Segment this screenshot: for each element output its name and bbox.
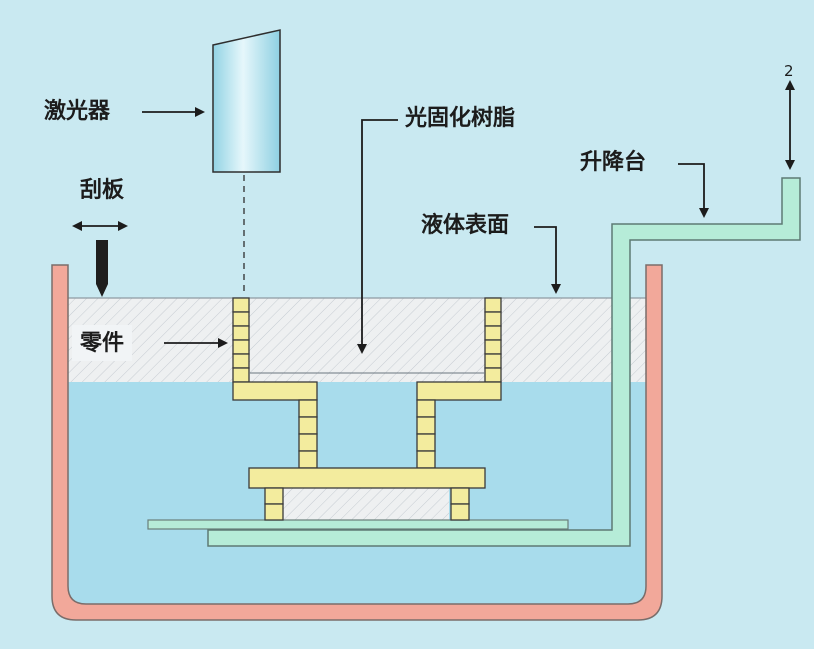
- platform-leader-arrow: [678, 163, 709, 218]
- laser-emitter: [212, 29, 281, 173]
- laser-label: 激光器: [44, 99, 111, 124]
- resin-label: 光固化树脂: [405, 106, 516, 131]
- scraper-blade: [96, 240, 108, 284]
- direction-number-label: 2: [784, 62, 794, 80]
- part-label: 零件: [72, 325, 133, 361]
- resin-leader-arrow: [357, 119, 398, 354]
- platform-label: 升降台: [580, 150, 647, 175]
- build-plate: [147, 519, 569, 530]
- elevator-platform: [207, 177, 801, 547]
- printed-part: [232, 297, 502, 521]
- resin-tank: [51, 264, 663, 621]
- scraper-label: 刮板: [80, 178, 125, 203]
- surface-leader-arrow: [534, 226, 561, 294]
- liquid-surface-label: 液体表面: [421, 213, 510, 238]
